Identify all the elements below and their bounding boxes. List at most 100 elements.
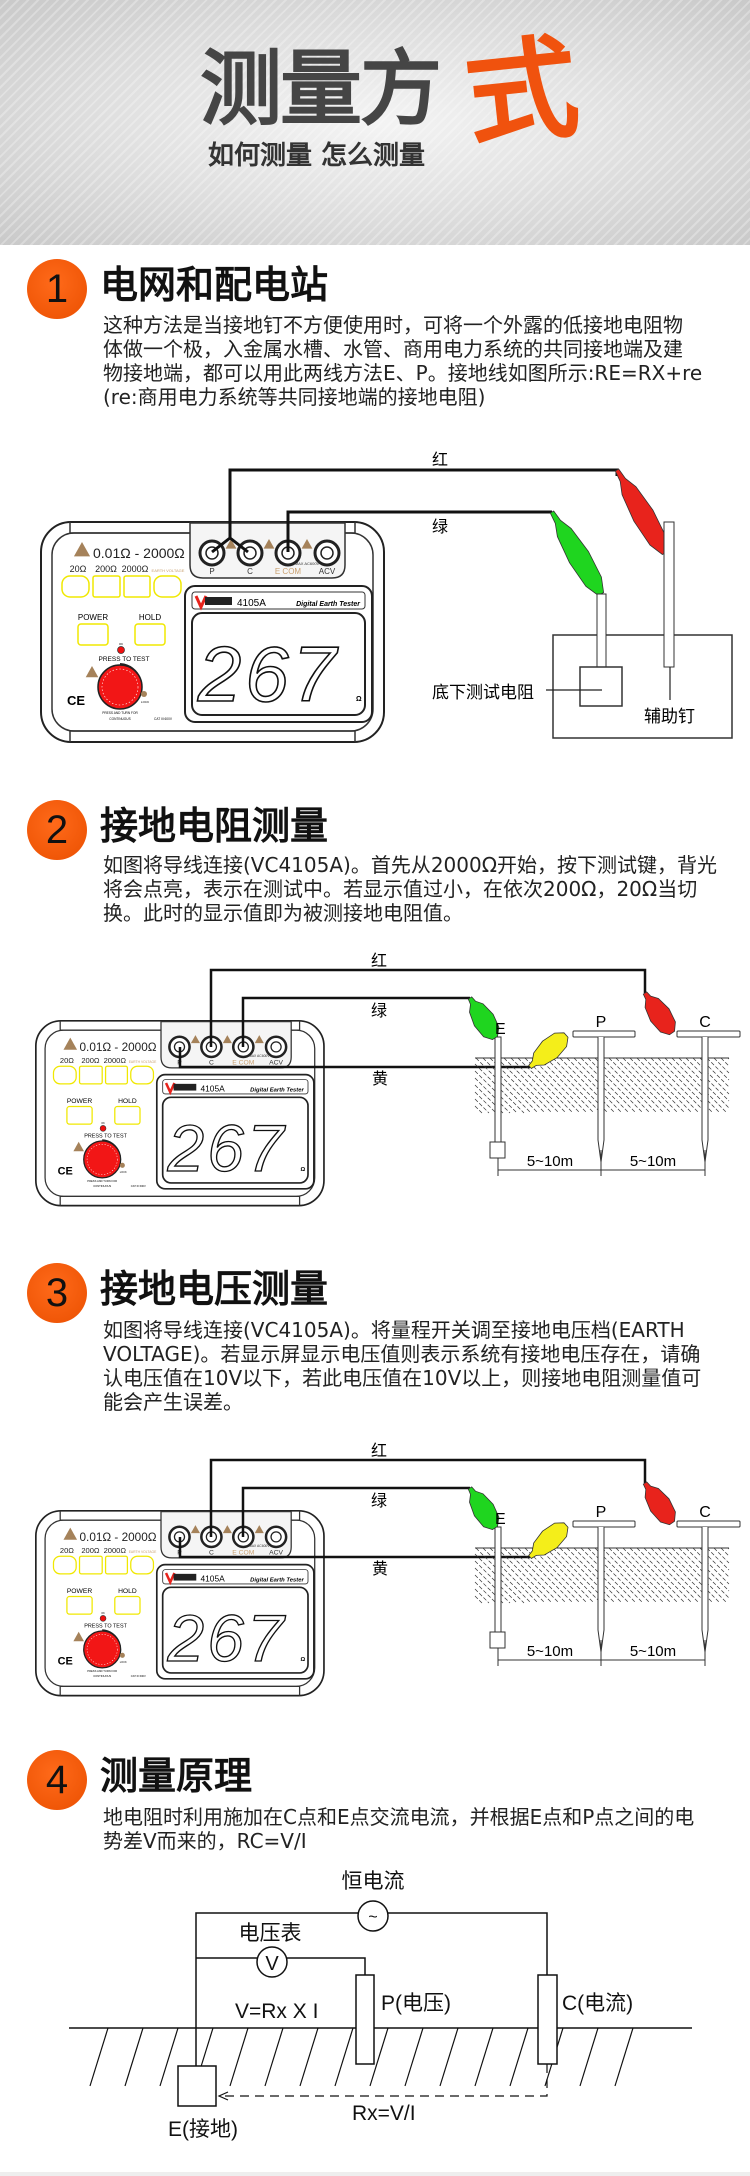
range-button[interactable] xyxy=(78,1065,103,1085)
test-electrode xyxy=(579,666,623,707)
press-to-test-label: PRESS TO TEST xyxy=(99,656,150,663)
red-clip xyxy=(642,991,676,1036)
distance-label: 5~10m xyxy=(630,1153,676,1170)
power-button[interactable] xyxy=(77,623,109,646)
test-knob[interactable] xyxy=(83,1140,122,1179)
terminal-label: ACV xyxy=(269,1060,283,1067)
body-line: 这种方法是当接地钉不方便使用时，可将一个外露的低接地电阻物 xyxy=(103,313,683,337)
range-option-label: 20Ω xyxy=(60,1546,74,1555)
distance-label: 5~10m xyxy=(630,1643,676,1660)
press-turn-label: PRESS AND TURN FOR xyxy=(87,1179,117,1183)
yellow-clip xyxy=(528,1522,569,1560)
test-knob[interactable] xyxy=(97,664,143,710)
brand-strip xyxy=(162,1079,309,1095)
red-clip xyxy=(614,468,669,555)
body-line: 体做一个极，入金属水槽、水管、商用电力系统的共同接地端及建 xyxy=(103,337,683,361)
body-line: 换。此时的显示值即为被测接地电阻值。 xyxy=(103,901,463,925)
power-label: POWER xyxy=(78,613,108,622)
range-option-label: 200Ω xyxy=(81,1546,100,1555)
red-wire-label: 红 xyxy=(432,450,448,469)
power-button[interactable] xyxy=(66,1595,93,1615)
hold-button[interactable] xyxy=(114,1105,141,1125)
e-electrode-label: E(接地) xyxy=(168,2118,238,2141)
body-line: 将会点亮，表示在测试中。若显示值过小，在依次200Ω，20Ω当切 xyxy=(103,877,698,901)
yellow-clip xyxy=(528,1032,569,1070)
hold-button[interactable] xyxy=(134,623,166,646)
ac-source-glyph: ~ xyxy=(368,1909,377,1926)
cat-rating: CAT III 600V xyxy=(131,1674,146,1678)
section-number-badge: 2 xyxy=(27,800,87,860)
e-rod xyxy=(494,1526,502,1633)
range-button[interactable] xyxy=(52,1555,77,1575)
terminal-jack[interactable] xyxy=(264,1525,288,1549)
terminal-jack[interactable] xyxy=(313,539,341,567)
continuous-label: CONTINUOUS xyxy=(109,717,130,721)
yellow-wire-label: 黄 xyxy=(372,1069,388,1088)
distance-label: 5~10m xyxy=(527,1153,573,1170)
range-button[interactable] xyxy=(78,1555,103,1575)
brand-strip xyxy=(162,1569,309,1585)
yellow-wire-label: 黄 xyxy=(372,1559,388,1578)
range-option-label: EARTH VOLTAGE xyxy=(129,1060,157,1064)
voltage-formula: V=Rx X I xyxy=(235,2000,318,2023)
ok-indicator-led xyxy=(99,1125,107,1132)
terminal-jack[interactable] xyxy=(264,1035,288,1059)
lcd-unit: Ω xyxy=(300,1657,305,1663)
product-name: Digital Earth Tester xyxy=(250,1087,304,1093)
ce-mark: CE xyxy=(58,1166,73,1178)
terminal-label: C xyxy=(209,1060,214,1067)
max-voltage-label: MAX AC600V xyxy=(249,1054,270,1058)
model-number: 4105A xyxy=(237,598,266,609)
test-knob[interactable] xyxy=(83,1630,122,1669)
warning-triangle-icon xyxy=(85,666,99,678)
hero-subtitle: 如何测量 怎么测量 xyxy=(208,141,426,171)
range-button[interactable] xyxy=(104,1555,129,1575)
c-electrode xyxy=(537,1974,558,2065)
arrow-head xyxy=(217,2091,229,2101)
e-label: E xyxy=(495,1511,506,1528)
body-line: VOLTAGE)。若显示屏显示电压值则表示系统有接地电压存在，请确 xyxy=(103,1342,701,1366)
hold-button[interactable] xyxy=(114,1595,141,1615)
p-electrode xyxy=(355,1974,375,2065)
lock-icon xyxy=(141,691,147,697)
range-button[interactable] xyxy=(130,1065,155,1085)
green-clip xyxy=(549,510,605,596)
body-line: (re:商用电力系统等共同接地端的接地电阻) xyxy=(103,385,486,409)
constant-current-label: 恒电流 xyxy=(342,1870,405,1893)
distance-label: 5~10m xyxy=(527,1643,573,1660)
terminal-label: P xyxy=(209,567,214,576)
max-voltage-label: MAX AC600V xyxy=(249,1544,270,1548)
terminal-label: E COM xyxy=(232,1550,254,1557)
green-wire xyxy=(241,996,470,1047)
section-title: 接地电阻测量 xyxy=(100,804,329,848)
brand-logo xyxy=(164,1082,176,1096)
red-wire xyxy=(209,968,647,1047)
range-button[interactable] xyxy=(153,575,182,598)
c-rod-head xyxy=(676,1030,741,1038)
leader-lines xyxy=(546,667,671,700)
range-option-label: 200Ω xyxy=(81,1056,100,1065)
section-number-badge: 1 xyxy=(27,259,87,319)
brand-logo xyxy=(164,1572,176,1586)
e-electrode xyxy=(489,1141,506,1159)
terminal-jack[interactable] xyxy=(236,539,264,567)
range-button[interactable] xyxy=(61,575,90,598)
range-button[interactable] xyxy=(104,1065,129,1085)
range-button[interactable] xyxy=(130,1555,155,1575)
power-button[interactable] xyxy=(66,1105,93,1125)
range-button[interactable] xyxy=(123,575,151,598)
section-number-badge: 3 xyxy=(27,1263,87,1323)
range-button[interactable] xyxy=(52,1065,77,1085)
range-option-label: 2000Ω xyxy=(104,1546,127,1555)
warning-triangle-icon xyxy=(225,539,237,549)
section-title: 接地电压测量 xyxy=(100,1267,329,1311)
range-button[interactable] xyxy=(92,575,121,598)
current-path-dashed xyxy=(224,2064,548,2097)
continuous-label: CONTINUOUS xyxy=(93,1184,111,1188)
lcd-unit: Ω xyxy=(300,1167,305,1173)
section-body: 如图将导线连接(VC4105A)。将量程开关调至接地电压档(EARTH VOLT… xyxy=(103,1318,701,1414)
lcd-screen xyxy=(161,1096,309,1184)
